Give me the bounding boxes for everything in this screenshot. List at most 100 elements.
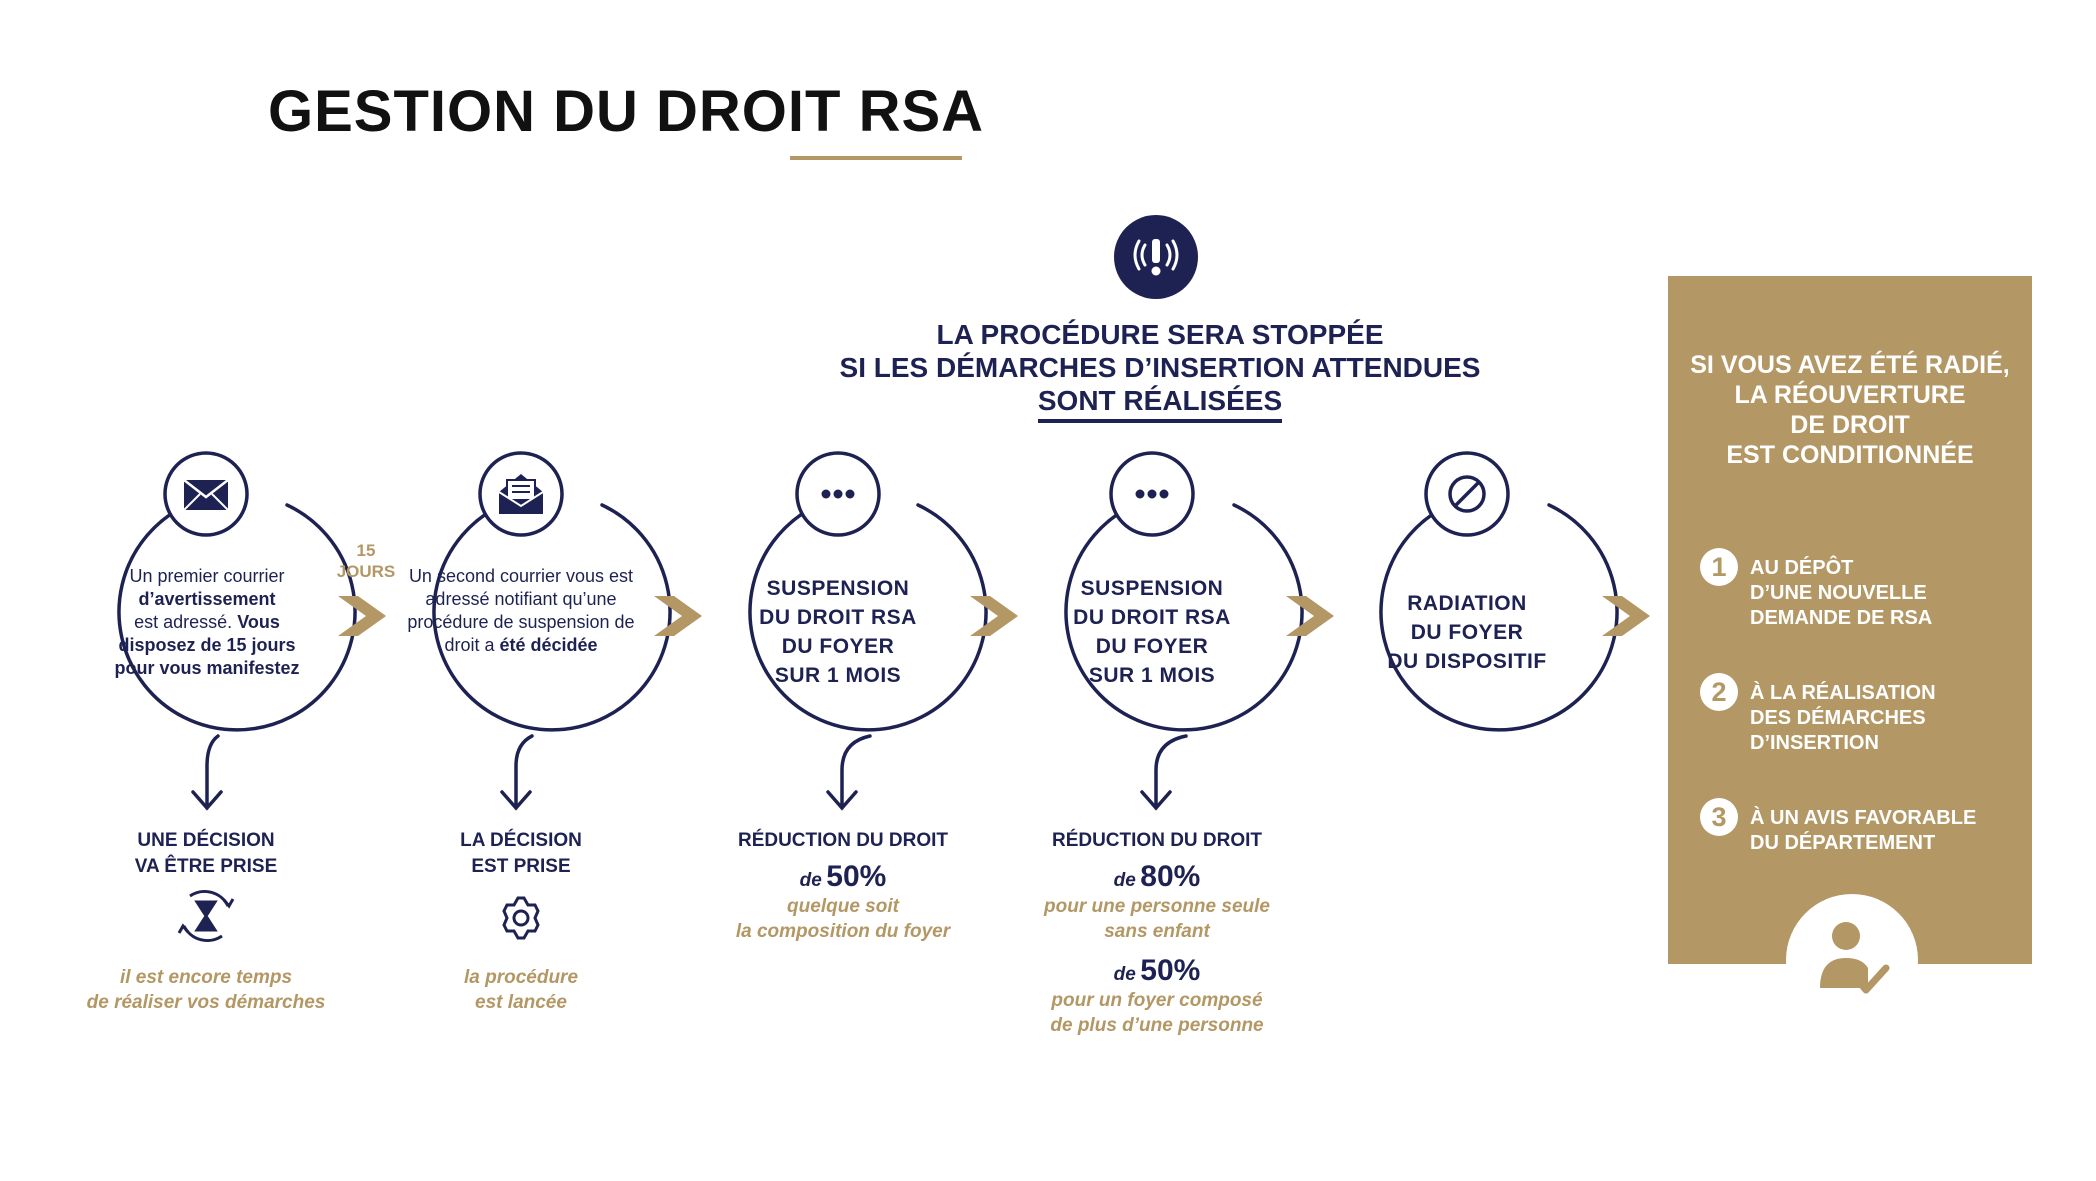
step-3-result-title: RÉDUCTION DU DROIT xyxy=(737,830,949,851)
step-2-arc xyxy=(432,503,672,732)
step-2-result-line-2: EST PRISE xyxy=(471,856,571,877)
envelope-icon xyxy=(183,479,229,511)
dots-icon xyxy=(1135,489,1169,499)
step-1-text-part-1: Un premier courrier xyxy=(129,566,285,586)
step-3-label-line-3: DU FOYER xyxy=(781,635,895,658)
step-1-note-line-1: il est encore temps xyxy=(119,967,293,988)
alert-icon xyxy=(1114,215,1198,299)
step-3-arc xyxy=(748,503,988,732)
step-4-label-line-1: SUSPENSION xyxy=(1080,577,1224,600)
step-2-note-line-1: la procédure xyxy=(463,967,579,988)
condition-3: 3 À UN AVIS FAVORABLE DU DÉPARTEMENT xyxy=(1700,798,2020,868)
step-1-drop-arrow xyxy=(191,734,223,811)
condition-2-line-2: DES DÉMARCHES xyxy=(1750,707,1926,729)
step-3-result: RÉDUCTION DU DROIT de 50% quelque soit l… xyxy=(698,828,988,944)
step-2-result-line-1: LA DÉCISION xyxy=(460,830,582,851)
step-4-label: SUSPENSION DU DROIT RSA DU FOYER SUR 1 M… xyxy=(1052,574,1252,690)
step-3-reduction-de: de xyxy=(799,870,822,891)
condition-2-text: À LA RÉALISATION DES DÉMARCHES D’INSERTI… xyxy=(1750,681,1936,756)
step-5-label-line-1: RADIATION xyxy=(1407,592,1527,615)
step-4-label-line-4: SUR 1 MOIS xyxy=(1088,664,1216,687)
step-2-text: Un second courrier vous est adressé noti… xyxy=(406,565,636,657)
step-4-reduction-2-note-2: de plus d’une personne xyxy=(1050,1015,1264,1036)
panel-title-line-4: EST CONDITIONNÉE xyxy=(1726,441,1974,469)
panel-title-line-2: LA RÉOUVERTURE xyxy=(1734,381,1966,409)
step-5-label-line-2: DU FOYER xyxy=(1410,621,1524,644)
step-4-result: RÉDUCTION DU DROIT de 80% pour une perso… xyxy=(1012,828,1302,1038)
step-1-result-line-1: UNE DÉCISION xyxy=(137,830,275,851)
step-4-result-title: RÉDUCTION DU DROIT xyxy=(1051,830,1263,851)
condition-2-number: 2 xyxy=(1700,673,1738,711)
notice-line-1: LA PROCÉDURE SERA STOPPÉE xyxy=(936,319,1384,350)
panel-title-line-3: DE DROIT xyxy=(1790,411,1910,439)
gear-icon xyxy=(502,896,540,940)
step-3-label-line-2: DU DROIT RSA xyxy=(759,606,917,629)
condition-3-line-2: DU DÉPARTEMENT xyxy=(1750,832,1936,854)
step-1-note-line-2: de réaliser vos démarches xyxy=(86,992,326,1013)
notice-line-2: SI LES DÉMARCHES D’INSERTION ATTENDUES xyxy=(839,352,1481,383)
step-5-label: RADIATION DU FOYER DU DISPOSITIF xyxy=(1367,589,1567,676)
step-2-note: la procédure est lancée xyxy=(396,965,646,1015)
step-4-reduction-2-note-1: pour un foyer composé xyxy=(1051,990,1263,1011)
step-4-label-line-2: DU DROIT RSA xyxy=(1073,606,1231,629)
condition-1-text: AU DÉPÔT D’UNE NOUVELLE DEMANDE DE RSA xyxy=(1750,556,1932,631)
condition-1-line-1: AU DÉPÔT xyxy=(1750,557,1854,579)
step-4-arc xyxy=(1064,503,1304,732)
condition-3-number: 3 xyxy=(1700,798,1738,836)
reopening-panel xyxy=(1668,276,2032,964)
prohibited-icon xyxy=(1448,475,1486,513)
step-3-reduction-note-2: la composition du foyer xyxy=(735,921,951,942)
step-5-arc xyxy=(1379,503,1619,732)
procedure-notice: LA PROCÉDURE SERA STOPPÉE SI LES DÉMARCH… xyxy=(760,318,1560,423)
step-2-result: LA DÉCISION EST PRISE xyxy=(396,828,646,880)
step-3-label-line-4: SUR 1 MOIS xyxy=(774,664,902,687)
step-5-label-line-3: DU DISPOSITIF xyxy=(1387,650,1547,673)
hourglass-icon xyxy=(177,889,235,943)
panel-title: SI VOUS AVEZ ÉTÉ RADIÉ, LA RÉOUVERTURE D… xyxy=(1668,350,2032,470)
step-2-drop-arrow xyxy=(500,734,534,811)
step-1-text: Un premier courrier d’avertissement est … xyxy=(110,565,304,680)
condition-1: 1 AU DÉPÔT D’UNE NOUVELLE DEMANDE DE RSA xyxy=(1700,548,2020,638)
step-3-label: SUSPENSION DU DROIT RSA DU FOYER SUR 1 M… xyxy=(738,574,938,690)
step-4-reduction-1-pct: 80% xyxy=(1140,860,1201,893)
step-3-label-line-1: SUSPENSION xyxy=(766,577,910,600)
condition-2: 2 À LA RÉALISATION DES DÉMARCHES D’INSER… xyxy=(1700,673,2020,763)
user-check-icon xyxy=(1786,894,1918,1026)
step-2-text-part-1: Un second courrier vous est adressé noti… xyxy=(407,566,635,655)
title-underline xyxy=(790,156,962,160)
panel-title-line-1: SI VOUS AVEZ ÉTÉ RADIÉ, xyxy=(1690,351,2010,379)
dots-icon xyxy=(821,489,855,499)
chevron-arrow-4 xyxy=(1286,596,1334,636)
step-1-text-part-2: d’avertissement xyxy=(138,589,276,609)
open-envelope-icon xyxy=(498,474,544,514)
step-1-text-part-3: est adressé. xyxy=(134,612,238,632)
chevron-arrow-3 xyxy=(970,596,1018,636)
step-1-result-line-2: VA ÊTRE PRISE xyxy=(134,856,278,877)
step-1-note: il est encore temps de réaliser vos déma… xyxy=(56,965,356,1015)
step-4-drop-arrow xyxy=(1140,734,1188,811)
step-4-reduction-1-de: de xyxy=(1113,870,1136,891)
step-2-text-part-2: été décidée xyxy=(499,635,598,655)
condition-3-text: À UN AVIS FAVORABLE DU DÉPARTEMENT xyxy=(1750,806,1976,856)
step-4-reduction-2-de: de xyxy=(1113,964,1136,985)
step-4-label-line-3: DU FOYER xyxy=(1095,635,1209,658)
notice-line-3: SONT RÉALISÉES xyxy=(1037,384,1283,423)
condition-1-line-3: DEMANDE DE RSA xyxy=(1750,607,1933,629)
step-4-reduction-1-note-2: sans enfant xyxy=(1104,921,1210,942)
condition-1-line-2: D’UNE NOUVELLE xyxy=(1750,582,1927,604)
chevron-arrow-5 xyxy=(1602,596,1650,636)
step-1-result: UNE DÉCISION VA ÊTRE PRISE xyxy=(66,828,346,880)
step-4-reduction-2-pct: 50% xyxy=(1140,954,1201,987)
step-3-reduction-note-1: quelque soit xyxy=(787,896,899,917)
condition-1-number: 1 xyxy=(1700,548,1738,586)
step-2-note-line-2: est lancée xyxy=(475,992,567,1013)
delay-unit: JOURS xyxy=(336,562,396,581)
condition-2-line-1: À LA RÉALISATION xyxy=(1750,682,1936,704)
step-3-drop-arrow xyxy=(826,734,872,811)
step-1-arc xyxy=(117,503,357,732)
delay-label: 15 JOURS xyxy=(326,540,406,582)
page-title: GESTION DU DROIT RSA xyxy=(268,79,985,144)
step-1-text-part-4: Vous disposez de 15 jours pour vous mani… xyxy=(114,612,300,678)
condition-3-line-1: À UN AVIS FAVORABLE xyxy=(1750,807,1977,829)
